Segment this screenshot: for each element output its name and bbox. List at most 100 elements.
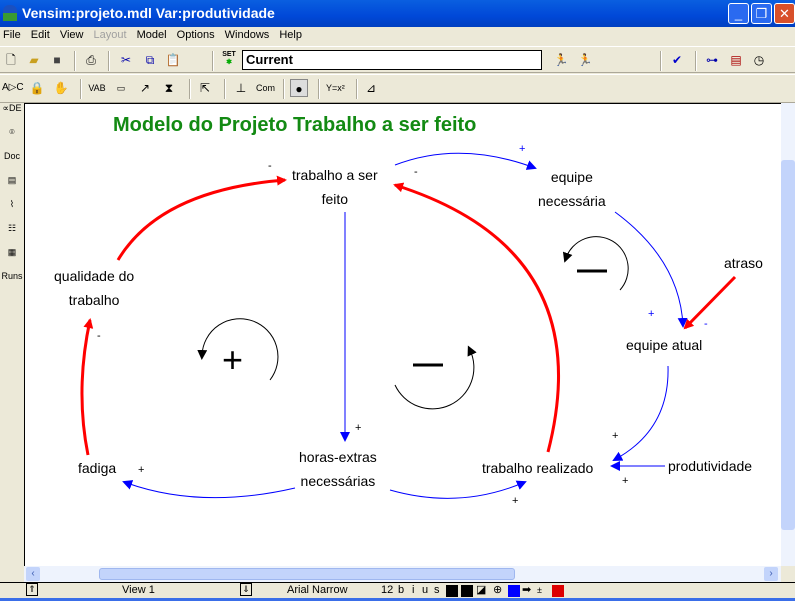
copy-icon[interactable]: ⧉ [145,53,155,67]
menu-options[interactable]: Options [176,29,215,41]
polarity-icon[interactable]: ± [537,585,542,595]
comment-icon[interactable]: Com [256,83,276,93]
analysis-toolbar: ∝DE ⌾ Doc ▤ ⌇ ☷ ▦ Runs [0,103,24,295]
horizontal-scrollbar[interactable]: ‹ › [24,566,781,582]
synthesim-icon[interactable]: 🏃 [577,53,593,67]
view-up-icon[interactable]: ⇑ [26,583,38,596]
variable-icon[interactable]: VAB [88,83,106,93]
label-line: qualidade do [54,268,135,284]
position-icon[interactable]: ⊕ [493,584,503,596]
polarity-plus: + [648,308,655,320]
document-tool[interactable]: Doc [3,151,20,161]
paste-icon[interactable]: 📋 [165,53,181,67]
var-qualidade-do-trabalho[interactable]: qualidade do trabalho [54,264,134,312]
runs-compare-tool[interactable]: Runs [1,271,23,281]
shadow-variable-icon[interactable]: ⇱ [199,81,211,95]
scroll-left-button[interactable]: ‹ [26,567,40,581]
menu-edit[interactable]: Edit [30,29,50,41]
table-time-icon[interactable]: ▦ [7,247,17,257]
menu-windows[interactable]: Windows [224,29,270,41]
horizontal-scroll-thumb[interactable] [99,568,515,580]
var-atraso[interactable]: atraso [724,255,763,271]
link-horas-realizado [389,480,527,499]
view-selector[interactable]: View 1 [122,584,155,596]
var-fadiga[interactable]: fadiga [78,460,117,476]
link-realizado-trabalho [393,182,561,453]
var-trabalho-realizado[interactable]: trabalho realizado [482,460,594,476]
polarity-minus: - [268,160,272,172]
delete-tool-icon[interactable]: ● [290,79,308,97]
strikeout-toggle[interactable]: s [434,584,440,596]
arrow-color-swatch[interactable] [508,585,520,597]
check-model-icon[interactable]: ✔ [671,53,683,67]
bold-toggle[interactable]: b [398,584,405,596]
set-run-icon[interactable]: SET✱ [222,51,236,66]
table-icon[interactable]: ☷ [7,223,17,233]
minimize-button[interactable]: _ [728,3,749,24]
box-variable-icon[interactable]: ▭ [116,83,126,93]
causes-tree-icon[interactable]: ∝DE [2,103,22,113]
graph-tool-icon[interactable]: ⌇ [9,199,15,209]
new-file-icon[interactable]: 🗋 [6,53,16,67]
causes-strip-icon[interactable]: ▤ [7,175,17,185]
restore-button[interactable]: ❐ [751,3,772,24]
label-line: trabalho a ser [292,167,378,183]
label-line: necessárias [300,473,376,489]
menu-model[interactable]: Model [136,29,167,41]
label-line: necessária [538,193,606,209]
loop-reinforcing-icon [197,318,279,381]
vertical-scroll-thumb[interactable] [781,160,795,530]
cut-icon[interactable]: ✂ [120,53,132,67]
separator [80,79,82,99]
label-line: trabalho [68,292,120,308]
menu-help[interactable]: Help [279,29,302,41]
link-fadiga-qualidade [80,318,94,456]
close-button[interactable]: ✕ [774,3,795,24]
equations-icon[interactable]: Y=x² [326,83,345,93]
menu-file[interactable]: File [3,29,21,41]
main-toolbar: 🗋 ▰ ■ ⎙ ✂ ⧉ 📋 SET✱ Current 🏃 🏃 ✔ ⊶ ▤ ◷ [0,46,795,73]
scroll-right-button[interactable]: › [764,567,778,581]
arrow-width-icon[interactable]: ➡ [522,584,532,596]
box-color-swatch[interactable] [461,585,473,597]
graph-icon[interactable]: ▤ [730,53,742,67]
polarity-plus: + [622,475,629,487]
shape-icon[interactable]: ◪ [476,584,487,596]
text-color-swatch[interactable] [446,585,458,597]
var-equipe-atual[interactable]: equipe atual [626,337,703,353]
save-icon[interactable]: ■ [53,53,61,67]
run-name-input[interactable]: Current [242,50,542,70]
loop-symbol-minus: — [413,347,443,380]
input-output-icon[interactable]: ⊥ [235,81,247,95]
variable-tool-icon[interactable]: A▷C [2,82,24,93]
print-icon[interactable]: ⎙ [86,53,96,67]
reality-check-icon[interactable]: ⊶ [706,53,718,67]
separator [356,79,358,99]
font-size[interactable]: 12 [381,584,394,596]
font-selector[interactable]: Arial Narrow [287,584,348,596]
menu-layout[interactable]: Layout [93,29,127,41]
sketch-canvas[interactable] [24,103,781,566]
menu-bar: File Edit View Layout Model Options Wind… [0,27,795,46]
rate-tool-icon[interactable]: ⧗ [164,81,174,95]
underline-toggle[interactable]: u [422,584,429,596]
move-hand-icon[interactable]: ✋ [53,81,69,95]
loops-icon[interactable]: ⌾ [9,127,15,137]
reference-mode-icon[interactable]: ⊿ [365,81,377,95]
clock-icon[interactable]: ◷ [753,53,765,67]
open-folder-icon[interactable]: ▰ [29,53,39,67]
italic-toggle[interactable]: i [412,584,415,596]
background-color-swatch[interactable] [552,585,564,597]
separator [224,79,226,99]
menu-view[interactable]: View [59,29,84,41]
sketch-toolbar: A▷C 🔒 ✋ VAB ▭ ↗ ⧗ ⇱ ⊥ Com ● Y=x² ⊿ [0,74,795,103]
var-produtividade[interactable]: produtividade [668,458,753,474]
simulate-icon[interactable]: 🏃 [553,53,569,67]
lock-icon[interactable]: 🔒 [29,81,45,95]
separator [74,51,76,71]
arrow-tool-icon[interactable]: ↗ [139,81,151,95]
view-down-icon[interactable]: ⇓ [240,583,252,596]
